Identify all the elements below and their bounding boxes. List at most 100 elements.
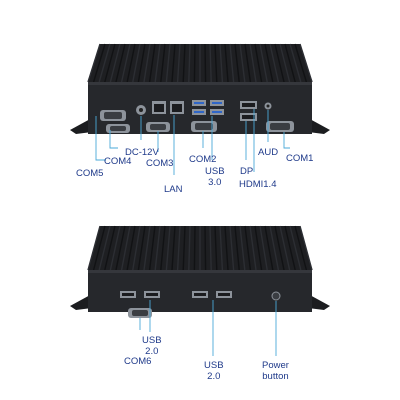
heatsink-fin (234, 225, 240, 271)
heatsink-fin (214, 225, 218, 271)
heatsink-fin (171, 225, 176, 271)
label-usb30: USB 3.0 (205, 166, 225, 188)
label-com6: COM6 (124, 356, 152, 367)
label-usb20-left: USB 2.0 (142, 335, 162, 357)
heatsink-fin (274, 225, 285, 271)
bottom-device (70, 225, 330, 356)
heatsink-fin (289, 225, 302, 271)
heatsink-fin (165, 225, 171, 271)
heatsink-fin (148, 43, 156, 83)
bottom-heatsink-fins (87, 225, 313, 271)
usb20-right-ports (192, 291, 232, 298)
heatsink-fin (182, 225, 186, 271)
bottom-leader-lines (139, 300, 277, 356)
heatsink-fin (254, 43, 263, 83)
lan-port-1 (152, 101, 166, 114)
heatsink-fin (137, 225, 146, 271)
heatsink-fin (234, 43, 240, 83)
label-power-line1: Power (262, 360, 289, 371)
lan-port-2 (170, 101, 184, 114)
heatsink-fin (143, 43, 151, 83)
hdmi-port (240, 101, 257, 109)
heatsink-fin (209, 225, 212, 271)
heatsink-fin (279, 43, 291, 83)
label-dc12v: DC-12V (125, 147, 159, 158)
heatsink-fin (259, 43, 268, 83)
heatsink-fin (289, 43, 302, 83)
top-leader-lines (95, 109, 290, 175)
heatsink-fin (115, 43, 126, 83)
label-power-line2: button (262, 371, 289, 382)
label-usb20-right-line2: 2.0 (207, 371, 221, 382)
heatsink-fin (165, 43, 171, 83)
heatsink-fin (182, 43, 186, 83)
heatsink-fin (109, 43, 121, 83)
heatsink-fin (274, 43, 285, 83)
label-usb30-line2: 3.0 (208, 177, 222, 188)
label-usb20-right-line1: USB (204, 360, 224, 371)
heatsink-fin (214, 43, 218, 83)
label-hdmi: HDMI1.4 (239, 179, 277, 190)
label-power-button: Power button (262, 360, 289, 382)
heatsink-fin (104, 225, 116, 271)
heatsink-fin (154, 225, 161, 271)
heatsink-fin (176, 43, 181, 83)
heatsink-fin (188, 43, 191, 83)
label-com2: COM2 (189, 154, 217, 165)
heatsink-fin (126, 43, 136, 83)
heatsink-fin (294, 225, 308, 271)
heatsink-fin (160, 43, 166, 83)
heatsink-fin (98, 43, 111, 83)
heatsink-fin (259, 225, 268, 271)
heatsink-fin (239, 225, 246, 271)
top-left-foot (70, 118, 92, 134)
heatsink-fin (126, 225, 136, 271)
heatsink-fin (294, 43, 308, 83)
heatsink-fin (264, 225, 274, 271)
heatsink-fin (229, 225, 235, 271)
dp-port (240, 113, 257, 121)
usb20-left-ports (120, 291, 160, 298)
heatsink-fin (193, 225, 196, 271)
heatsink-fin (188, 225, 191, 271)
label-usb20-left-line1: USB (142, 335, 162, 346)
heatsink-fin (224, 225, 229, 271)
label-usb20-left-line2: 2.0 (145, 346, 159, 357)
heatsink-fin (120, 43, 131, 83)
heatsink-fin (279, 225, 291, 271)
heatsink-fin (269, 225, 280, 271)
label-dp: DP (240, 166, 254, 177)
heatsink-fin (92, 225, 106, 271)
heatsink-fin (137, 43, 146, 83)
power-button (271, 291, 281, 301)
heatsink-fin (269, 43, 280, 83)
heatsink-fin (204, 225, 207, 271)
heatsink-fin (299, 225, 313, 271)
heatsink-fin (219, 43, 224, 83)
heatsink-fin (104, 43, 116, 83)
dc-jack (136, 105, 146, 115)
heatsink-fin (299, 43, 313, 83)
usb30-ports (192, 100, 224, 115)
heatsink-fin (148, 225, 156, 271)
heatsink-fin (176, 225, 181, 271)
label-usb30-line1: USB (205, 166, 225, 177)
heatsink-fin (115, 225, 126, 271)
heatsink-fin (284, 225, 296, 271)
heatsink-fin (160, 225, 166, 271)
heatsink-fin (204, 43, 207, 83)
heatsink-fin (244, 43, 252, 83)
heatsink-fin (120, 225, 131, 271)
heatsink-fin (254, 225, 263, 271)
heatsink-fin (92, 43, 106, 83)
heatsink-fin (284, 43, 296, 83)
heatsink-fin (193, 43, 196, 83)
heatsink-fin (132, 225, 141, 271)
label-com3: COM3 (146, 158, 174, 169)
heatsink-fin (209, 43, 212, 83)
label-com5: COM5 (76, 168, 104, 179)
com5-port (100, 110, 126, 121)
heatsink-fin (98, 225, 111, 271)
heatsink-fin (224, 43, 229, 83)
heatsink-fin (219, 225, 224, 271)
